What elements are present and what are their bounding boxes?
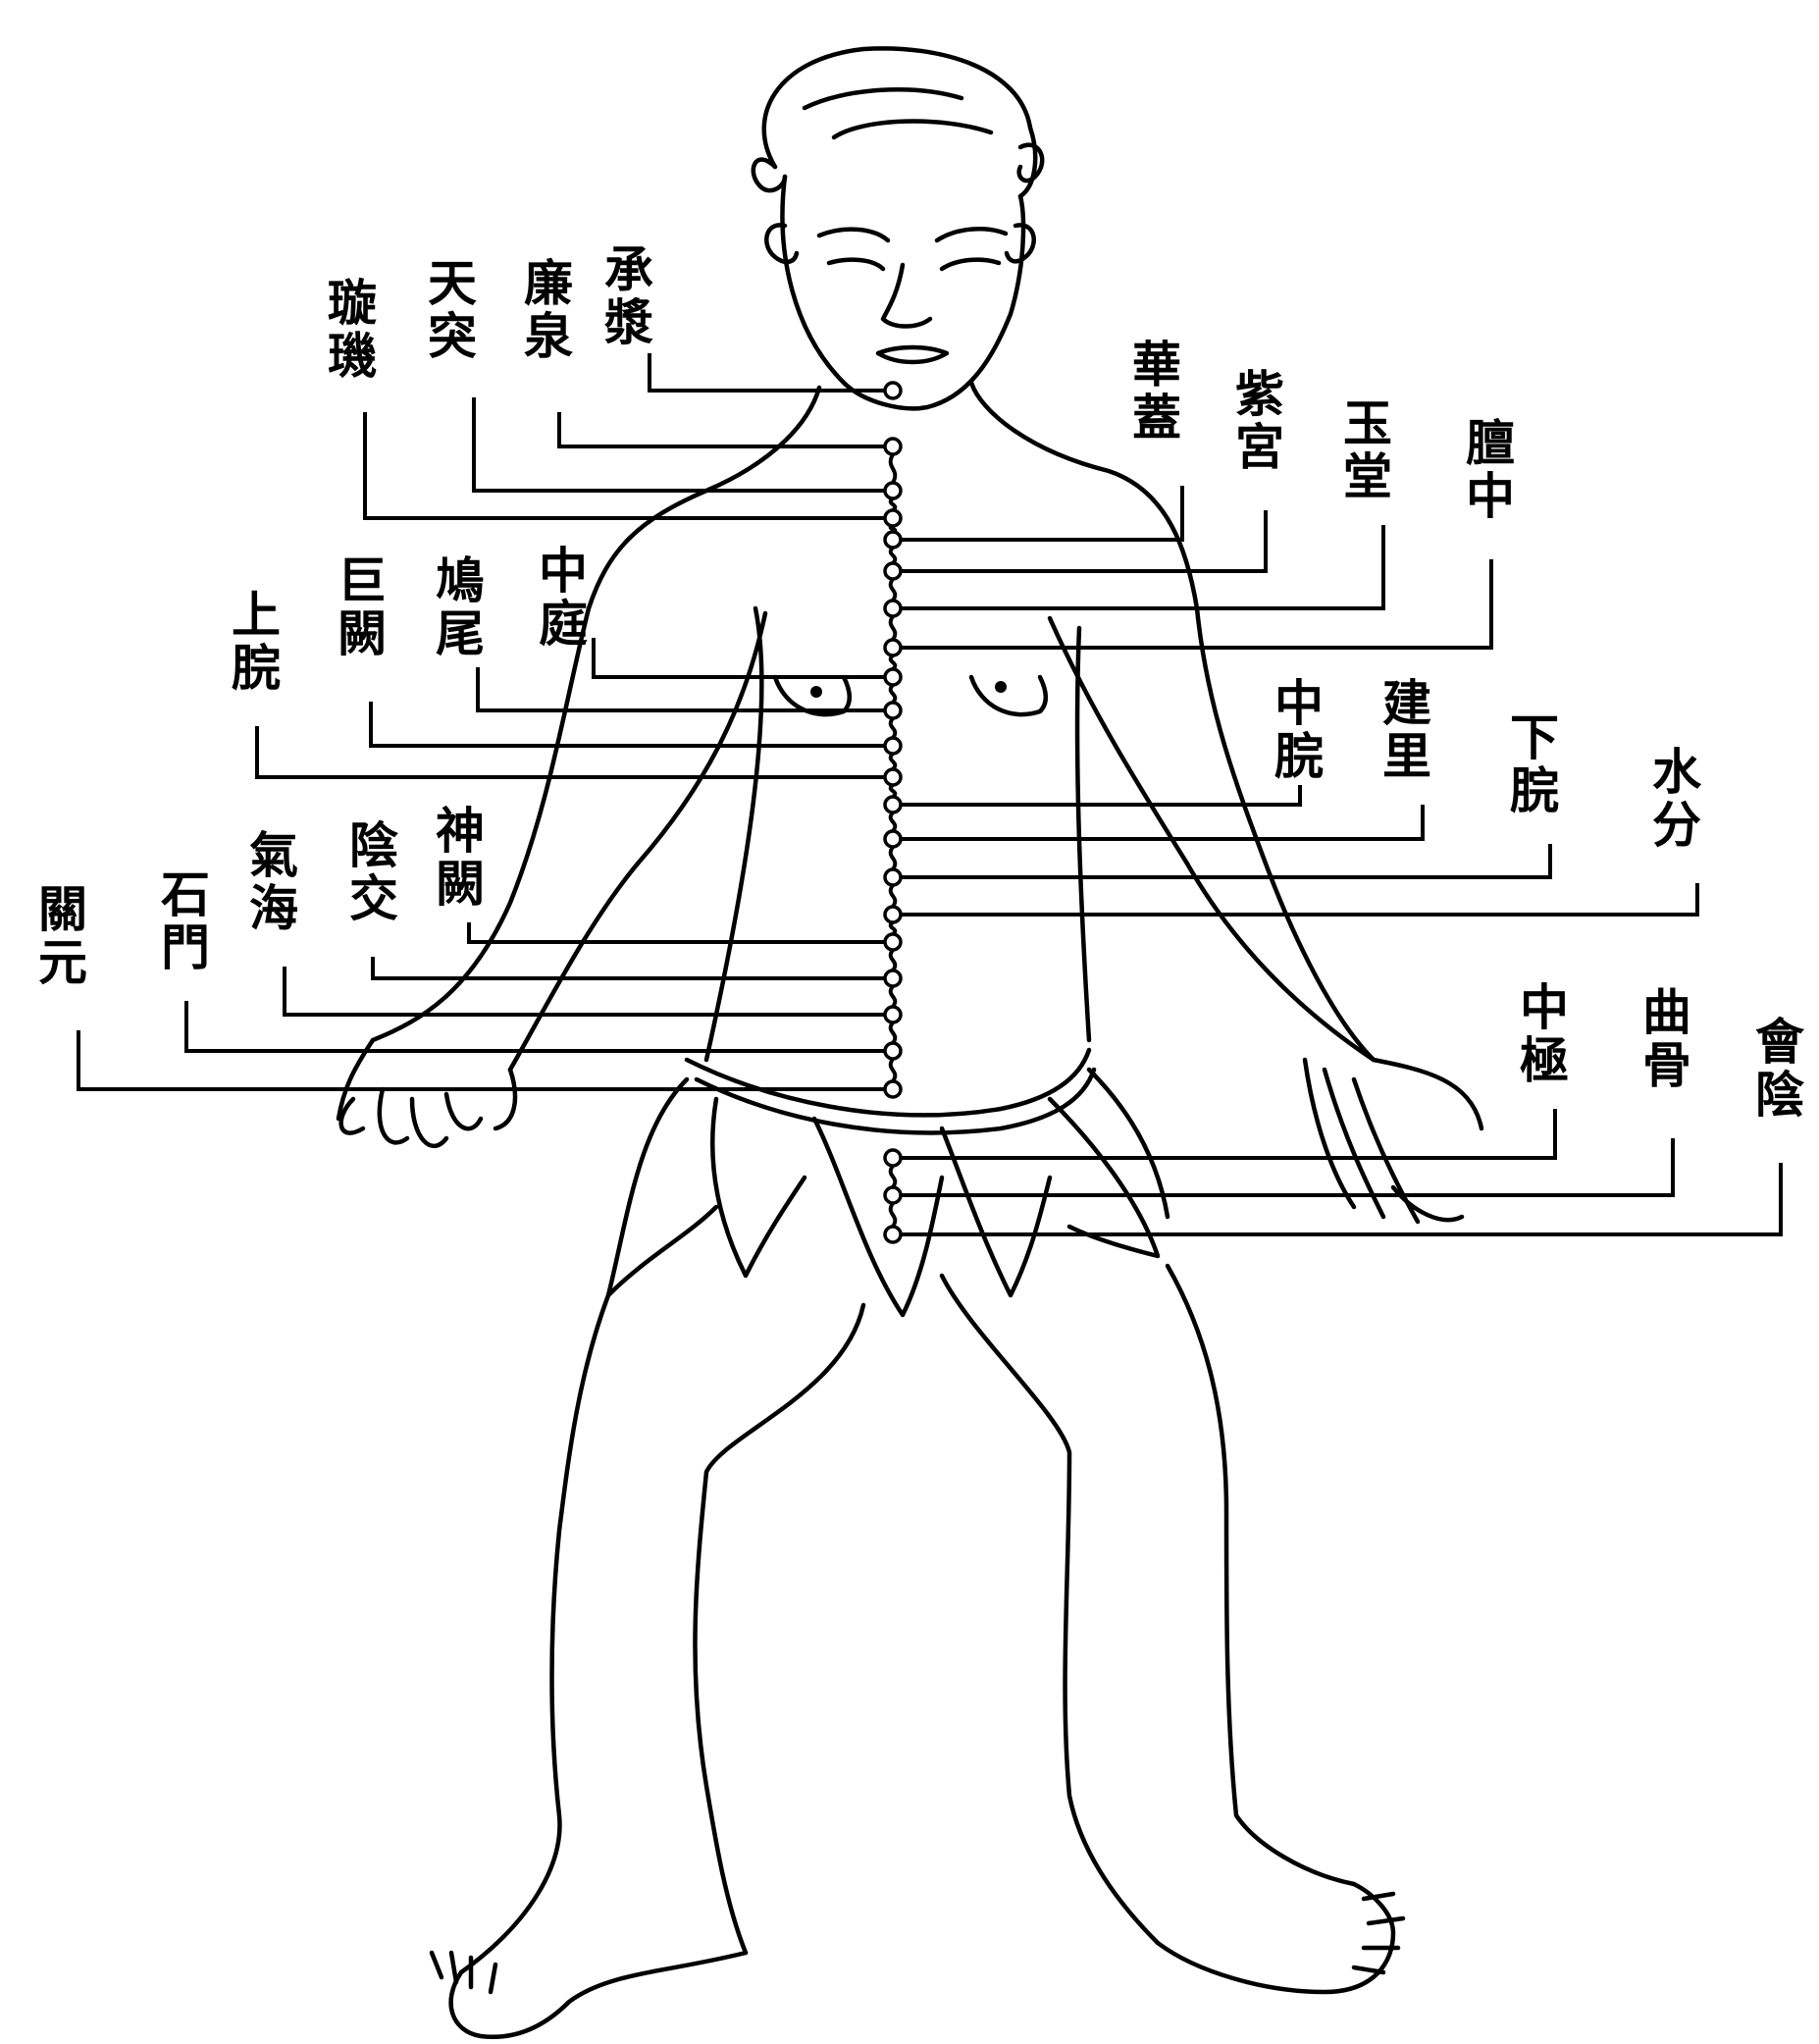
acupoint-marker bbox=[885, 934, 901, 950]
meridian-segment bbox=[891, 548, 896, 563]
meridian-segment bbox=[891, 685, 896, 703]
acupoint-marker bbox=[885, 907, 901, 922]
acupoint-marker bbox=[885, 1150, 901, 1166]
leader-line-zhongting bbox=[594, 638, 885, 677]
label-jiuwei: 鳩尾 bbox=[432, 554, 481, 660]
label-xuanji: 璇璣 bbox=[324, 277, 373, 383]
acupoint-marker bbox=[885, 1081, 901, 1097]
label-shenque: 神闕 bbox=[432, 805, 481, 911]
label-juque: 巨闕 bbox=[334, 554, 383, 660]
leader-line-tiantu bbox=[474, 397, 885, 491]
acupoint-marker bbox=[885, 383, 901, 398]
meridian-segment bbox=[891, 922, 896, 934]
leader-line-jiuwei bbox=[478, 667, 885, 710]
leader-line-xuanji bbox=[365, 412, 885, 518]
acupoint-marker bbox=[885, 601, 901, 616]
label-guanyuan: 關元 bbox=[34, 883, 83, 989]
meridian-segment bbox=[891, 1059, 896, 1081]
label-chengjiang: 承漿 bbox=[600, 243, 650, 349]
meridian-segment bbox=[891, 655, 896, 669]
leader-line-lianquan bbox=[559, 412, 885, 446]
label-tanzhong: 膻中 bbox=[1462, 417, 1511, 523]
acupoint-marker bbox=[885, 439, 901, 454]
acupoint-marker bbox=[885, 1227, 901, 1242]
leader-line-huiyin bbox=[901, 1163, 1781, 1234]
label-huiyin: 會陰 bbox=[1751, 1016, 1800, 1122]
label-xiawan: 下脘 bbox=[1506, 711, 1555, 817]
label-jianli: 建里 bbox=[1378, 677, 1428, 783]
label-tiantu: 天突 bbox=[424, 257, 473, 363]
label-zhongji: 中極 bbox=[1516, 981, 1565, 1087]
acupoint-marker bbox=[885, 1043, 901, 1059]
meridian-segment bbox=[891, 885, 896, 907]
label-qugu: 曲骨 bbox=[1638, 986, 1688, 1092]
meridian-segment bbox=[891, 785, 896, 797]
meridian-segment bbox=[891, 1203, 896, 1227]
acupoint-marker bbox=[885, 831, 901, 847]
meridian-segment bbox=[891, 1166, 896, 1187]
acupoint-marker bbox=[885, 970, 901, 986]
acupoint-marker bbox=[885, 738, 901, 754]
leader-line-yutang bbox=[901, 525, 1383, 608]
leader-line-chengjiang bbox=[650, 353, 885, 391]
leader-line-jianli bbox=[901, 805, 1423, 839]
meridian-segment bbox=[891, 986, 896, 1007]
acupoint-marker bbox=[885, 532, 901, 548]
label-qihai: 氣海 bbox=[245, 829, 294, 935]
label-shuifen: 水分 bbox=[1648, 746, 1697, 852]
acupoint-marker bbox=[885, 640, 901, 655]
leader-line-yinjiao bbox=[373, 957, 885, 978]
acupoint-marker bbox=[885, 797, 901, 812]
meridian-segment bbox=[891, 754, 896, 769]
label-yutang: 玉堂 bbox=[1339, 397, 1388, 503]
acupoint-marker bbox=[885, 483, 901, 498]
label-yinjiao: 陰交 bbox=[345, 819, 394, 925]
meridian-segment bbox=[891, 1022, 896, 1043]
label-zigong: 紫宮 bbox=[1231, 368, 1280, 474]
acupoint-marker bbox=[885, 669, 901, 685]
label-lianquan: 廉泉 bbox=[520, 257, 569, 363]
acupoint-marker bbox=[885, 1007, 901, 1022]
leader-line-huagai bbox=[901, 486, 1182, 540]
leader-line-shangwan bbox=[257, 726, 885, 777]
meridian-segment bbox=[891, 579, 896, 601]
leader-line-shimen bbox=[186, 1001, 885, 1051]
label-shangwan: 上脘 bbox=[228, 589, 277, 695]
meridian-segment bbox=[891, 812, 896, 831]
meridian-segment bbox=[891, 454, 896, 483]
acupoint-marker bbox=[885, 1187, 901, 1203]
meridian-segment bbox=[891, 718, 896, 738]
leader-line-juque bbox=[371, 702, 885, 746]
label-zhongwan: 中脘 bbox=[1271, 677, 1320, 783]
acupoint-marker bbox=[885, 869, 901, 885]
meridian-segment bbox=[891, 616, 896, 640]
meridian-segment bbox=[891, 950, 896, 970]
label-shimen: 石門 bbox=[157, 868, 206, 974]
leader-line-zhongwan bbox=[901, 785, 1300, 805]
acupoint-marker bbox=[885, 510, 901, 526]
leader-line-zhongji bbox=[901, 1109, 1555, 1158]
acupoint-marker bbox=[885, 769, 901, 785]
meridian-segment bbox=[891, 498, 896, 510]
meridian-segment bbox=[891, 847, 896, 869]
acupoint-marker bbox=[885, 703, 901, 718]
leader-line-shuifen bbox=[901, 883, 1697, 915]
leader-line-shenque bbox=[469, 922, 885, 942]
leader-line-guanyuan bbox=[78, 1030, 885, 1089]
label-huagai: 華蓋 bbox=[1128, 339, 1177, 445]
label-zhongting: 中庭 bbox=[535, 545, 584, 651]
acupoint-marker bbox=[885, 563, 901, 579]
leader-line-xiawan bbox=[901, 844, 1550, 877]
